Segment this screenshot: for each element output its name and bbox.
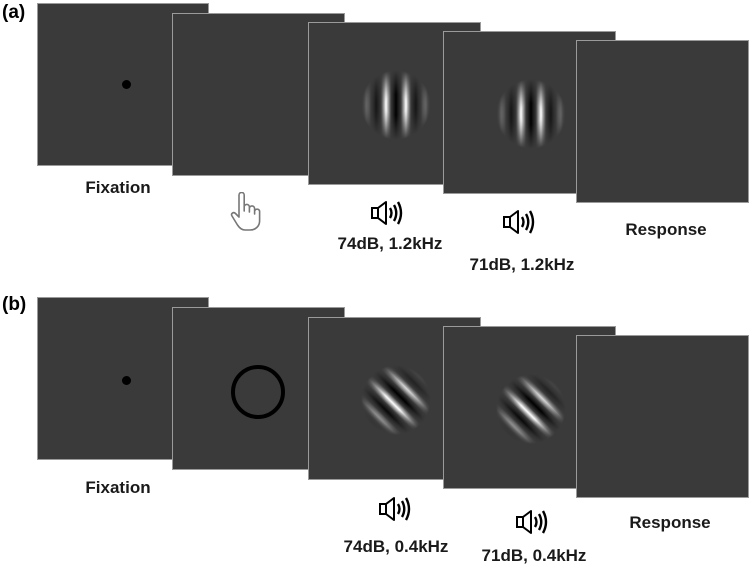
vertical-gabor-patch (361, 70, 431, 140)
speaker-icon (516, 510, 548, 534)
oblique-gabor-patch (496, 374, 566, 444)
panel-b-fixation-caption: Fixation (85, 478, 151, 497)
panel-a-fixation-caption: Fixation (85, 178, 151, 197)
pointing-hand-icon (230, 192, 261, 231)
panel-b-tone2-caption: 71dB, 0.4kHz (481, 546, 587, 565)
speaker-icon (379, 497, 411, 521)
speaker-icon (371, 201, 403, 225)
speaker-icon (503, 210, 535, 234)
fixation-dot (122, 80, 131, 89)
panel-a-tone2-caption: 71dB, 1.2kHz (469, 255, 575, 274)
fixation-dot (122, 376, 131, 385)
panel-a-response-screen (576, 40, 749, 203)
panel-b-label: (b) (2, 294, 27, 315)
oblique-gabor-patch (361, 365, 431, 435)
panel-b-response-screen (576, 335, 749, 498)
panel-a-response-caption: Response (625, 220, 707, 239)
panel-b-stimulus-screen-1 (308, 317, 481, 480)
panel-a-label: (a) (2, 2, 26, 23)
vertical-gabor-patch (496, 79, 566, 149)
panel-a-tone1-caption: 74dB, 1.2kHz (337, 234, 443, 253)
panel-b-response-caption: Response (629, 513, 711, 532)
panel-b-tone1-caption: 74dB, 0.4kHz (343, 537, 449, 556)
circle-cue (231, 365, 285, 419)
